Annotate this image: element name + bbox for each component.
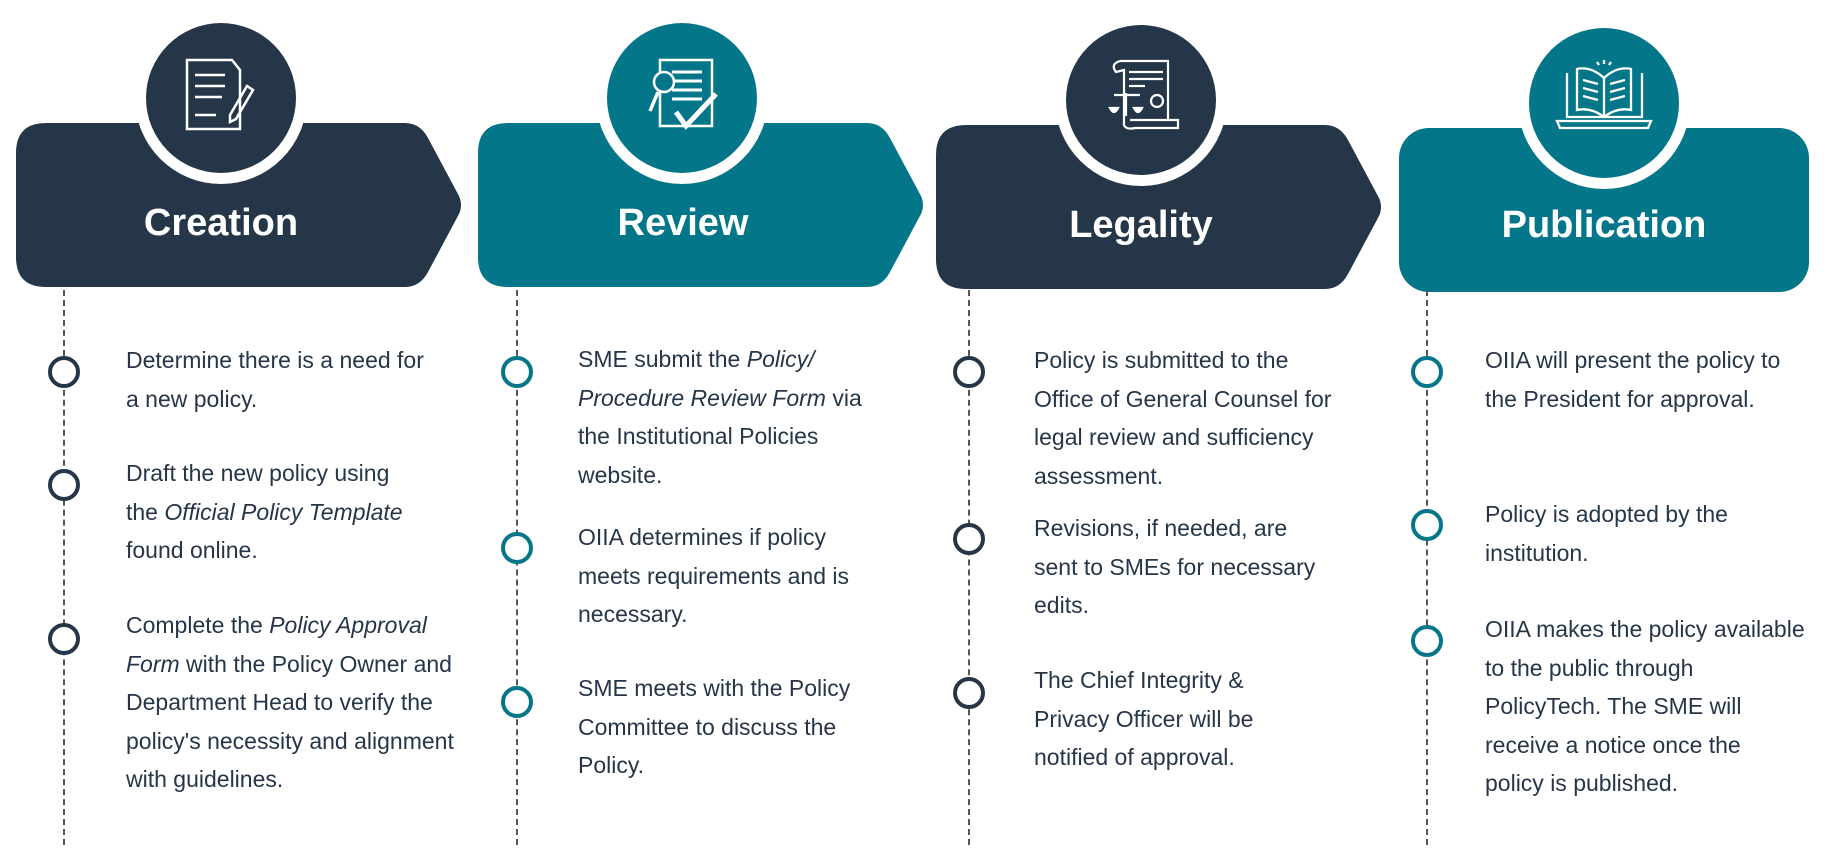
timeline-bullet bbox=[953, 523, 985, 555]
step-text: via the Institutional Policies website. bbox=[578, 384, 862, 488]
step-text: The Chief Integrity & Privacy Officer wi… bbox=[1034, 667, 1254, 770]
step-text: Determine there is a need for a new poli… bbox=[126, 347, 424, 412]
step-text: OIIA will present the policy to the Pres… bbox=[1485, 347, 1781, 412]
timeline-bullet bbox=[1411, 625, 1443, 657]
timeline-bullet bbox=[48, 623, 80, 655]
legality-step-1: Policy is submitted to the Office of Gen… bbox=[1034, 341, 1332, 495]
step-text: Policy is adopted by the institution. bbox=[1485, 501, 1728, 566]
stage-title-creation: Creation bbox=[143, 202, 299, 244]
creation-step-1: Determine there is a need for a new poli… bbox=[126, 341, 426, 418]
legality-arrow-shape bbox=[936, 125, 1381, 289]
timeline-bullet bbox=[501, 532, 533, 564]
timeline-publication bbox=[1426, 290, 1428, 845]
stage-title-publication: Publication bbox=[1501, 204, 1707, 246]
step-text: with the Policy Owner and Department Hea… bbox=[126, 650, 454, 793]
timeline-review bbox=[516, 290, 518, 845]
timeline-bullet bbox=[48, 469, 80, 501]
step-text: SME meets with the Policy Committee to d… bbox=[578, 675, 851, 778]
timeline-creation bbox=[63, 290, 65, 845]
online-book-icon bbox=[1555, 60, 1653, 130]
timeline-bullet bbox=[953, 677, 985, 709]
timeline-bullet bbox=[48, 356, 80, 388]
step-text: Policy is submitted to the Office of Gen… bbox=[1034, 347, 1332, 489]
step-text: OIIA makes the policy available to the p… bbox=[1485, 616, 1805, 796]
step-text: found online. bbox=[126, 537, 258, 563]
step-text: Draft the new policy using the bbox=[126, 460, 390, 525]
italic-text: Policy/ Procedure Review Form bbox=[578, 346, 826, 411]
review-step-3: SME meets with the Policy Committee to d… bbox=[578, 669, 868, 785]
publication-step-1: OIIA will present the policy to the Pres… bbox=[1485, 341, 1785, 418]
timeline-bullet bbox=[1411, 509, 1443, 541]
timeline-bullet bbox=[1411, 356, 1443, 388]
step-text: Complete the bbox=[126, 612, 270, 638]
timeline-bullet bbox=[501, 686, 533, 718]
publication-box-shape bbox=[1399, 128, 1809, 292]
timeline-bullet bbox=[501, 356, 533, 388]
timeline-bullet bbox=[953, 356, 985, 388]
legal-scroll-scales-icon bbox=[1108, 59, 1180, 130]
document-search-check-icon bbox=[648, 58, 718, 130]
creation-step-3: Complete the Policy Approval Form with t… bbox=[126, 606, 471, 799]
publication-step-3: OIIA makes the policy available to the p… bbox=[1485, 610, 1805, 803]
italic-text: Policy Approval Form bbox=[126, 612, 427, 677]
creation-arrow-shape bbox=[16, 123, 461, 287]
review-step-2: OIIA determines if policy meets requirem… bbox=[578, 518, 868, 634]
stage-title-legality: Legality bbox=[1069, 204, 1213, 246]
step-text: SME submit the bbox=[578, 346, 747, 372]
step-text: Revisions, if needed, are sent to SMEs f… bbox=[1034, 515, 1316, 618]
legality-step-3: The Chief Integrity & Privacy Officer wi… bbox=[1034, 661, 1294, 777]
document-edit-icon bbox=[185, 58, 255, 131]
stage-title-review: Review bbox=[617, 202, 749, 244]
review-step-1: SME submit the Policy/ Procedure Review … bbox=[578, 340, 868, 494]
step-text: OIIA determines if policy meets requirem… bbox=[578, 524, 850, 627]
timeline-legality bbox=[968, 290, 970, 845]
legality-step-2: Revisions, if needed, are sent to SMEs f… bbox=[1034, 509, 1332, 625]
publication-step-2: Policy is adopted by the institution. bbox=[1485, 495, 1785, 572]
review-arrow-shape bbox=[478, 123, 923, 287]
italic-text: Official Policy Template bbox=[164, 498, 403, 525]
legality-icon-circle bbox=[1066, 25, 1216, 175]
creation-step-2: Draft the new policy using the Official … bbox=[126, 454, 426, 570]
